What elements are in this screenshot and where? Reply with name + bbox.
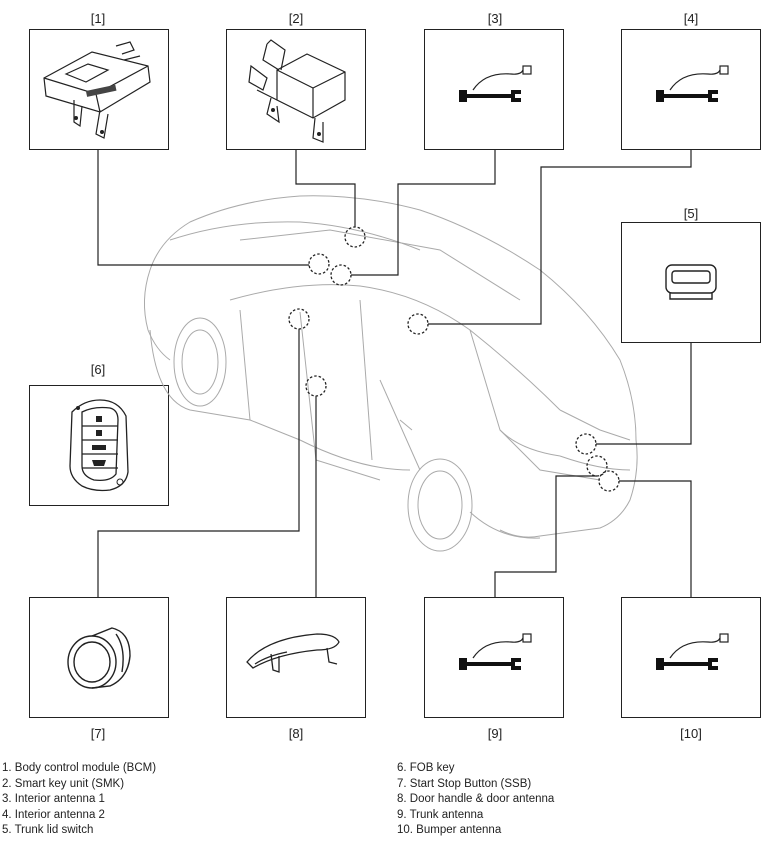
antenna-icon [656,633,729,670]
leader-trunk-antenna [494,475,597,597]
label-interior-antenna-2: [4] [683,11,699,26]
legend-item: 9. Trunk antenna [397,808,484,821]
trunk-icon [92,445,106,450]
label-trunk-antenna: [9] [487,726,503,741]
marker-ssb [288,308,310,330]
label-trunk-lid-switch: [5] [683,206,699,221]
antenna-icon [459,633,532,670]
fob-key-icon [69,399,129,492]
bumper-antenna-box [621,597,761,718]
marker-bcm [308,253,330,275]
legend-item: 10. Bumper antenna [397,824,502,837]
label-ssb: [7] [90,726,106,741]
legend-left: 1. Body control module (BCM) 2. Smart ke… [2,761,156,839]
leader-ssb [97,329,300,597]
legend-item: 1. Body control module (BCM) [2,762,157,774]
marker-interior-antenna-1 [330,264,352,286]
interior-antenna-2-box [621,29,761,150]
label-interior-antenna-1: [3] [487,11,503,26]
unlock-icon [96,430,102,436]
legend-item: 7. Start Stop Button (SSB) [397,777,532,790]
trunk-antenna-box [424,597,564,718]
antenna-icon [656,65,729,102]
legend-right: 6. FOB key 7. Start Stop Button (SSB) 8.… [397,761,554,839]
legend-item: 8. Door handle & door antenna [397,793,555,806]
leader-trunk-lid-switch [596,343,692,445]
leader-bcm [97,150,309,266]
label-door-handle: [8] [288,726,304,741]
leader-lines [97,150,692,597]
label-bcm: [1] [90,11,106,26]
antenna-icon [459,65,532,102]
legend-item: 4. Interior antenna 2 [2,808,105,821]
legend-item: 6. FOB key [397,762,455,774]
leader-interior-antenna-1 [351,150,496,276]
marker-trunk-lid-switch [575,433,597,455]
marker-door-handle [305,375,327,397]
bcm-box [29,29,169,150]
door-handle-box [226,597,366,718]
label-smk: [2] [288,11,304,26]
legend-item: 5. Trunk lid switch [2,824,94,837]
fob-key-box [29,385,169,506]
leader-interior-antenna-2 [428,150,692,325]
car-outline [144,195,638,552]
legend-item: 2. Smart key unit (SMK) [2,777,125,790]
marker-interior-antenna-2 [407,313,429,335]
smk-box [226,29,366,150]
trunk-lid-switch-box [621,222,761,343]
location-markers [288,226,620,492]
trunk-switch-icon [665,264,717,300]
bcm-module-icon [43,41,151,139]
leader-bumper-antenna [619,480,692,597]
panic-icon [92,460,106,466]
interior-antenna-1-box [424,29,564,150]
ssb-box [29,597,169,718]
lock-icon [96,416,102,422]
smart-key-unit-icon [248,39,346,143]
door-handle-icon [246,633,340,673]
start-stop-button-icon [67,627,131,689]
label-bumper-antenna: [10] [680,726,702,741]
legend-item: 3. Interior antenna 1 [2,793,105,806]
label-fob-key: [6] [90,362,106,377]
leader-smk [295,150,356,227]
